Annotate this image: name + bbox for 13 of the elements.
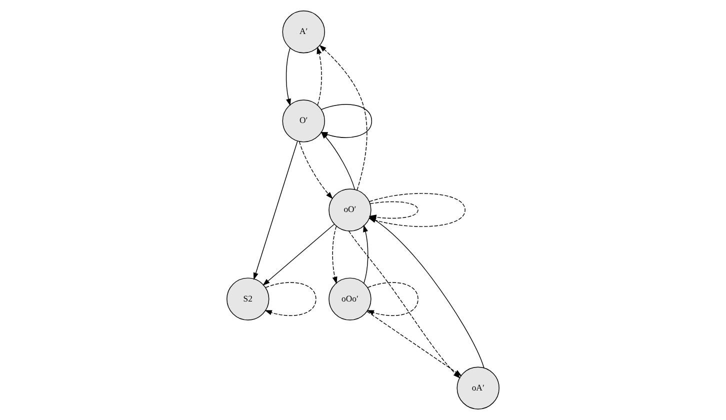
arrow (262, 224, 335, 286)
arrow (286, 48, 291, 106)
arrow (332, 226, 338, 284)
node-circle: oA′ (456, 366, 500, 410)
arrow (366, 282, 418, 316)
arrow (298, 141, 333, 200)
arrow (264, 282, 316, 316)
arrow (366, 311, 462, 376)
arrow (363, 224, 368, 284)
node-circle: oOo′ (328, 278, 372, 320)
arrow (316, 46, 322, 106)
node-circle: O′ (282, 100, 325, 142)
arrow (253, 140, 298, 280)
